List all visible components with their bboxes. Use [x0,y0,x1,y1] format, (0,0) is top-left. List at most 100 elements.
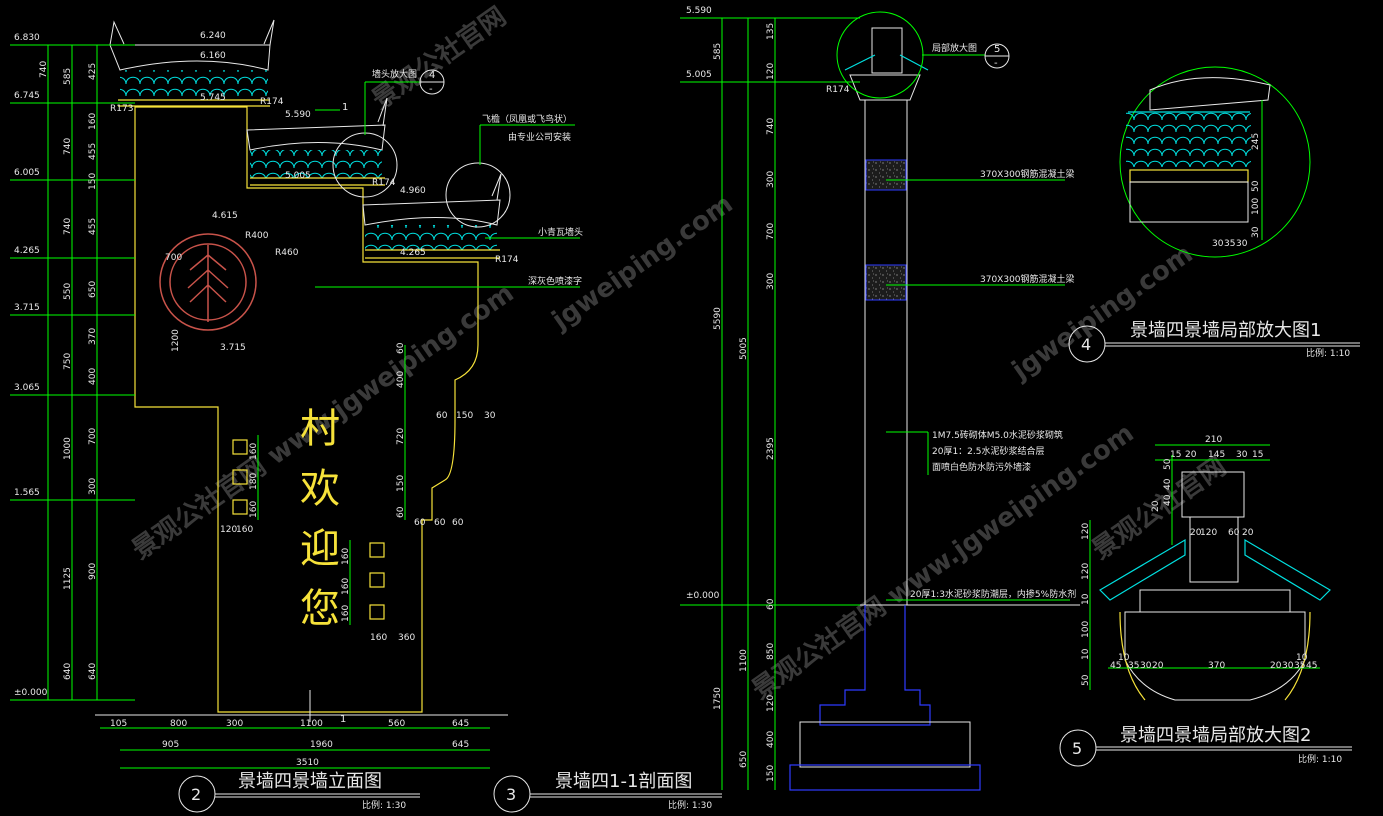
svg-text:45: 45 [1306,661,1317,671]
svg-text:10: 10 [1081,593,1091,605]
svg-text:60: 60 [436,411,448,421]
drawing-title: 景墙四景墙局部放大图2 [1120,725,1311,746]
svg-text:10: 10 [1081,648,1091,660]
svg-text:墙头放大图: 墙头放大图 [372,68,417,80]
roof-ridge-1 [109,44,271,71]
svg-text:105: 105 [110,719,127,729]
svg-text:300: 300 [766,171,776,188]
svg-text:35: 35 [1224,239,1235,249]
svg-text:R174: R174 [495,255,519,265]
svg-text:20: 20 [1152,661,1164,671]
left-dimension-labels: 740 585 740 740 550 750 1000 1125 640 42… [39,61,98,680]
svg-text:20: 20 [1242,528,1254,538]
svg-text:30: 30 [1236,239,1248,249]
svg-text:30: 30 [1251,226,1261,238]
svg-text:R174: R174 [372,178,396,188]
svg-text:50: 50 [1163,458,1173,470]
main-char: 迎 [300,526,340,572]
svg-text:720: 720 [396,428,406,445]
bottom-dimensions: 105 800 300 1100 560 645 905 1960 645 35… [100,719,490,769]
svg-text:160: 160 [249,443,259,460]
svg-text:60: 60 [1228,528,1240,538]
svg-text:370X300钢筋混凝土梁: 370X300钢筋混凝土梁 [980,273,1075,285]
decorative-windows-left [232,439,248,515]
level-label: 6.745 [14,91,40,101]
svg-text:深灰色喷漆字: 深灰色喷漆字 [528,275,582,287]
svg-text:210: 210 [1205,435,1222,445]
svg-text:3510: 3510 [296,758,319,768]
svg-text:比例: 1:10: 比例: 1:10 [1306,347,1350,359]
drawing-title: 景墙四景墙局部放大图1 [1130,320,1321,341]
svg-text:145: 145 [1208,450,1225,460]
section-title-block: 3 景墙四1-1剖面图 比例: 1:30 [493,771,722,813]
svg-text:20: 20 [1190,528,1202,538]
svg-text:585: 585 [713,43,723,60]
svg-text:5.590: 5.590 [686,6,712,16]
svg-text:1100: 1100 [300,719,323,729]
section-notes: 370X300钢筋混凝土梁 370X300钢筋混凝土梁 1M7.5砖砌体M5.0… [886,168,1076,601]
section-detail-circle [836,11,924,99]
svg-text:60: 60 [452,518,464,528]
svg-text:455: 455 [88,143,98,160]
svg-text:640: 640 [88,663,98,680]
svg-text:飞檐（凤凰或飞鸟状）: 飞檐（凤凰或飞鸟状） [482,113,572,125]
svg-text:150: 150 [88,173,98,190]
svg-text:5.745: 5.745 [200,93,226,103]
callout-detail-4: 墙头放大图 4 - 1 [315,68,445,135]
svg-text:60: 60 [414,518,426,528]
callout-detail-5: 局部放大图 5 - [922,42,1010,69]
elevation-notes: 飞檐（凤凰或飞鸟状） 由专业公司安装 小青瓦墙头 深灰色喷漆字 [315,113,583,288]
svg-text:20: 20 [1185,450,1197,460]
svg-text:3.715: 3.715 [220,343,246,353]
svg-text:2: 2 [191,785,201,804]
svg-text:245: 245 [1251,133,1261,150]
elevation-drawing: 村 欢 迎 您 1 6.830 6.745 6.005 4.265 3.715 … [10,19,583,813]
svg-text:160: 160 [236,525,253,535]
svg-text:20厚1:3水泥砂浆防潮层，内掺5%防水剂: 20厚1:3水泥砂浆防潮层，内掺5%防水剂 [910,588,1076,600]
svg-text:10: 10 [1296,653,1308,663]
svg-text:30: 30 [1236,450,1248,460]
svg-text:750: 750 [63,353,73,370]
window-dimensions: 160 180 160 120 160 160 160 160 160 360 [220,435,415,643]
svg-text:35: 35 [1128,661,1139,671]
svg-text:30: 30 [1212,239,1224,249]
svg-text:740: 740 [39,61,49,78]
main-char: 欢 [300,466,340,512]
svg-text:300: 300 [226,719,243,729]
svg-text:120: 120 [1081,523,1091,540]
svg-text:R173: R173 [110,104,133,114]
svg-text:R400: R400 [245,231,269,241]
svg-text:20: 20 [1151,500,1161,512]
svg-text:R174: R174 [260,97,284,107]
svg-text:4.615: 4.615 [212,211,238,221]
svg-text:400: 400 [88,368,98,385]
svg-text:4: 4 [1081,335,1091,354]
svg-text:160: 160 [341,548,351,565]
main-char: 您 [300,586,340,632]
elevation-title-block: 2 景墙四景墙立面图 比例: 1:30 [178,771,420,813]
svg-text:740: 740 [63,138,73,155]
svg-text:3: 3 [506,785,516,804]
svg-text:4.265: 4.265 [400,248,426,258]
svg-text:300: 300 [88,478,98,495]
svg-text:60: 60 [396,506,406,518]
watermark: jgweiping.com [1006,239,1198,386]
svg-text:30: 30 [1140,661,1152,671]
svg-text:5: 5 [1072,739,1082,758]
svg-text:160: 160 [370,633,387,643]
main-char: 村 [300,406,340,452]
svg-text:370X300钢筋混凝土梁: 370X300钢筋混凝土梁 [980,168,1075,180]
svg-text:645: 645 [452,740,469,750]
roof-tiles-1 [120,70,268,100]
roof-tiles-3 [365,225,497,250]
decorative-windows-right [369,542,385,620]
watermark: 景观公社官网 www.jgweiping.com [746,417,1139,705]
svg-text:30: 30 [484,411,496,421]
level-label: 6.830 [14,33,40,43]
svg-text:120: 120 [766,695,776,712]
svg-text:640: 640 [63,663,73,680]
svg-text:740: 740 [63,218,73,235]
detail-2-roof [1099,538,1331,601]
svg-text:60: 60 [396,342,406,354]
svg-text:6.240: 6.240 [200,31,226,41]
